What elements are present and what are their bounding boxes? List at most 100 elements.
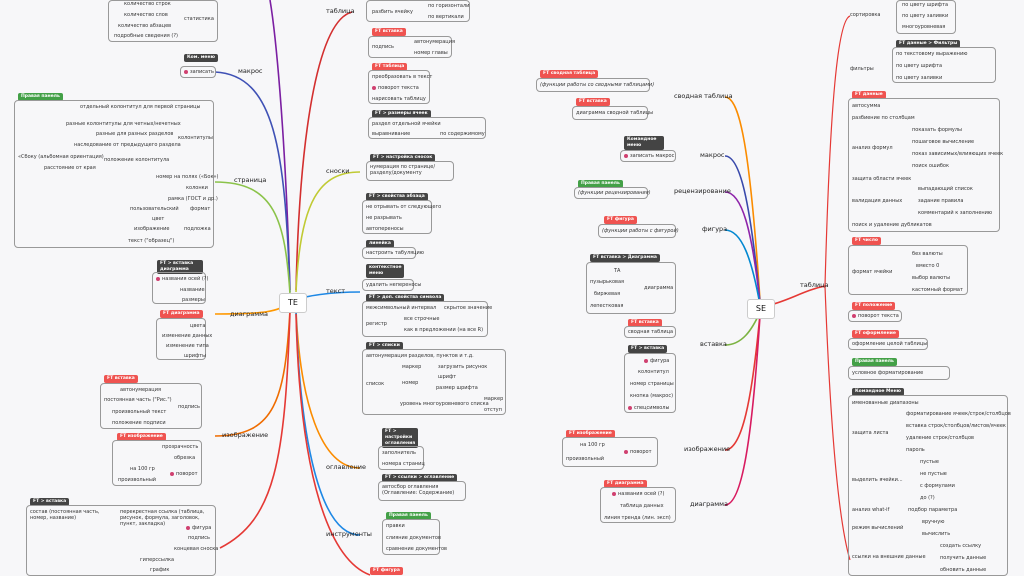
node-zapolnitel[interactable]: заполнитель: [382, 450, 416, 456]
node-tekst-obr[interactable]: текст ("образец"): [128, 238, 175, 244]
node-makros-left[interactable]: макрос: [238, 67, 263, 75]
node-konc-snoska[interactable]: концевая сноска: [174, 546, 219, 552]
node-kol-abz[interactable]: количество абзацев: [118, 23, 172, 29]
node-poluchit-dannye[interactable]: получить данные: [940, 555, 987, 561]
node-razd-otd[interactable]: раздел отдельной ячейки: [372, 121, 441, 127]
node-kastom-format[interactable]: кастомный формат: [912, 287, 963, 293]
node-oglavlenie[interactable]: оглавление: [326, 463, 366, 471]
node-razn-razd[interactable]: разные для разных разделов: [96, 131, 174, 137]
node-specsimv[interactable]: спецсимволы: [628, 405, 669, 411]
node-povorot-right[interactable]: поворот: [624, 449, 651, 455]
node-num-po-str[interactable]: нумерация по странице/разделу/документу: [370, 164, 436, 176]
node-stranica[interactable]: страница: [234, 176, 267, 184]
node-cvet-left[interactable]: цвет: [152, 216, 165, 222]
node-svod-tabl[interactable]: сводная таблица: [628, 329, 674, 335]
node-sozdat-ssylku[interactable]: создать ссылку: [940, 543, 982, 549]
node-tablica-right[interactable]: таблица: [800, 281, 829, 289]
node-po-soderzh[interactable]: по содержимому: [440, 131, 485, 137]
node-tabl-dannyh[interactable]: таблица данных: [620, 503, 664, 509]
node-knopka[interactable]: кнопка (макрос): [630, 393, 674, 399]
node-recenz[interactable]: рецензирование: [674, 187, 731, 195]
node-mnogourov[interactable]: многоуровневая: [902, 24, 946, 30]
node-kak-v-predl[interactable]: как в предложении (на все R): [404, 327, 484, 333]
node-sboku[interactable]: «Сбоку (альбомная ориентация): [18, 154, 104, 160]
node-izobr-left[interactable]: изображение: [134, 226, 170, 232]
node-kommentariy[interactable]: комментарий к заполнению: [918, 210, 993, 216]
node-uroven-mnog[interactable]: уровень многоуровневого списка: [400, 401, 489, 407]
node-zapis[interactable]: записать: [184, 69, 214, 75]
node-vyp-spisok[interactable]: выпадающий список: [918, 186, 973, 192]
node-razmer-shrifta[interactable]: размер шрифта: [436, 385, 478, 391]
node-nazvanie[interactable]: название: [180, 287, 205, 293]
node-shrift[interactable]: шрифт: [438, 374, 457, 380]
node-otstup[interactable]: отступ: [484, 407, 502, 413]
node-diagramma-left[interactable]: диаграмма: [230, 310, 269, 318]
node-vstavka[interactable]: вставка: [700, 340, 727, 348]
node-ramka[interactable]: рамка (ГОСТ и др.): [168, 196, 218, 202]
node-na-100-left[interactable]: на 100 гр: [130, 466, 155, 472]
node-diagramma-right-a[interactable]: диаграмма: [644, 285, 674, 291]
node-podrobnye[interactable]: подробные сведения (?): [114, 33, 178, 39]
node-tekst[interactable]: текст: [326, 287, 346, 295]
node-povorot-teksta-mid[interactable]: поворот текста: [372, 85, 419, 91]
node-izm-tipa[interactable]: изменение типа: [166, 343, 209, 349]
node-sostav[interactable]: состав (постоянная часть, номер, названи…: [30, 509, 100, 521]
node-avtonum-razd[interactable]: автонумерация разделов, пунктов и т.д.: [366, 353, 474, 359]
node-podpis-left[interactable]: подпись: [178, 404, 200, 410]
node-razmery[interactable]: размеры: [182, 297, 205, 303]
node-makros-right[interactable]: макрос: [700, 151, 725, 159]
node-ne-pustye[interactable]: не пустые: [920, 471, 947, 477]
node-sliyanie[interactable]: слияние документов: [386, 535, 441, 541]
node-razbienie[interactable]: разбиение по столбцам: [852, 115, 915, 121]
node-s-formulami[interactable]: с формулами: [920, 483, 955, 489]
node-po-vert[interactable]: по вертикали: [428, 14, 464, 20]
node-obrezka[interactable]: обрезка: [174, 455, 196, 461]
node-ne-razryvat[interactable]: не разрывать: [366, 215, 402, 221]
node-mezhsimv[interactable]: межсимвольный интервал: [366, 305, 437, 311]
node-izobrazhenie-left[interactable]: изображение: [222, 431, 269, 439]
node-po-cvetu-zalivki[interactable]: по цвету заливки: [902, 13, 949, 19]
node-kol-slov[interactable]: количество слов: [124, 12, 168, 18]
node-funkcii-recenz[interactable]: (функции рецензирования): [578, 190, 651, 196]
node-marker2[interactable]: маркер: [484, 396, 504, 402]
node-zashchita-oblasti[interactable]: защита области ячеек: [852, 176, 912, 182]
node-podpis-mid[interactable]: подпись: [372, 44, 394, 50]
node-zagruz-ris[interactable]: загрузить рисунок: [438, 364, 488, 370]
node-diag-svod[interactable]: диаграмма сводной таблицы: [576, 110, 654, 116]
node-vydelit-yacheyki[interactable]: выделить ячейки...: [852, 477, 903, 483]
node-otd-kol[interactable]: отдельный колонтитул для первой страницы: [80, 104, 201, 110]
node-vmesto0[interactable]: вместо 0: [916, 263, 940, 269]
node-narisovat[interactable]: нарисовать таблицу: [372, 96, 426, 102]
node-nomer-polos[interactable]: номер на полях («Бок»): [156, 174, 219, 180]
node-bez-valyuty[interactable]: без валюты: [912, 251, 943, 257]
root-node-se[interactable]: SE: [747, 299, 775, 319]
node-puzyrk[interactable]: пузырьковая: [590, 279, 625, 285]
node-avtoperenosy[interactable]: автопереносы: [366, 226, 404, 232]
node-imenovannye[interactable]: именованные диапазоны: [852, 400, 919, 406]
node-figura-right[interactable]: фигура: [702, 225, 728, 233]
node-poisk-oshibok[interactable]: поиск ошибок: [912, 163, 949, 169]
node-prozrach[interactable]: прозрачность: [162, 444, 199, 450]
node-nazv-osey-left[interactable]: названия осей (?): [156, 276, 208, 282]
node-funkcii-figur[interactable]: (функции работы с фигурой): [602, 228, 679, 234]
node-registr[interactable]: регистр: [366, 321, 387, 327]
node-diag-right[interactable]: диаграмма: [690, 500, 729, 508]
node-zadanie-pravila[interactable]: задание правила: [918, 198, 964, 204]
node-spisok[interactable]: список: [366, 381, 385, 387]
node-marker[interactable]: маркер: [402, 364, 422, 370]
node-udalit-perenosy[interactable]: удалить непереносы: [366, 282, 422, 288]
node-lepestk[interactable]: лепестковая: [590, 303, 624, 309]
node-povorot-teksta-fr[interactable]: поворот текста: [852, 313, 899, 319]
node-polzov[interactable]: пользовательский: [130, 206, 179, 212]
node-razb-yacheyku[interactable]: разбить ячейку: [372, 9, 413, 15]
node-kol-strok[interactable]: количество строк: [124, 1, 171, 7]
node-figura-left[interactable]: фигура: [186, 525, 211, 531]
node-proizv-left[interactable]: произвольный: [118, 477, 157, 483]
node-nasled[interactable]: наследование от предыдущего раздела: [74, 142, 181, 148]
node-na-100-right[interactable]: на 100 гр: [580, 442, 605, 448]
node-ne-otryvat[interactable]: не отрывать от следующего: [366, 204, 442, 210]
node-po-gor[interactable]: по горизонтали: [428, 3, 470, 9]
node-rasst[interactable]: расстояние от края: [44, 165, 96, 171]
node-vybor-valyuty[interactable]: выбор валюты: [912, 275, 951, 281]
node-nomer[interactable]: номер: [402, 380, 419, 386]
